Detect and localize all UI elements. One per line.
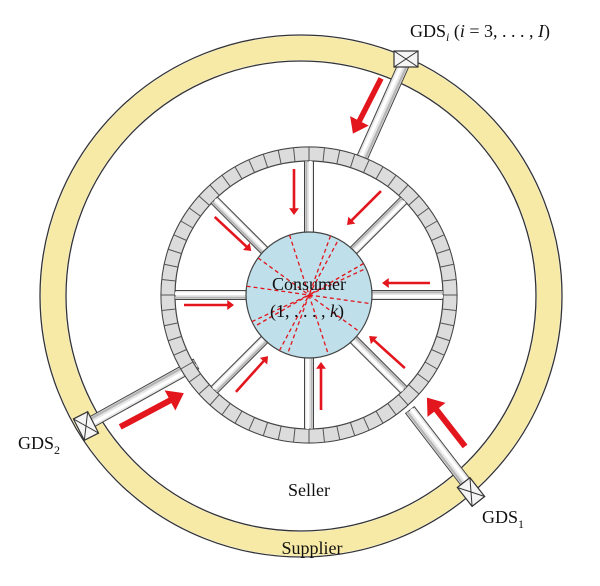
rim-tick: [424, 361, 438, 370]
rim-tick: [168, 335, 182, 342]
gds-1-gateway: [456, 476, 486, 508]
consumer-range-label: (1, . . . , k): [270, 301, 344, 322]
rim-tick: [161, 279, 176, 282]
rim-tick: [188, 373, 201, 383]
supplier-label: Supplier: [282, 538, 343, 558]
rim-tick: [336, 150, 341, 165]
connector-gds-1: [404, 405, 476, 493]
rim-tick: [417, 373, 430, 383]
rim-tick: [188, 207, 201, 217]
rim-tick: [168, 248, 182, 255]
rim-tick: [173, 349, 187, 356]
gds-1-label: GDS1: [482, 507, 524, 531]
arrow-inner-top: [289, 169, 299, 215]
rim-tick: [363, 417, 370, 431]
rim-tick: [198, 195, 210, 206]
rim-tick: [209, 394, 220, 406]
consumer-label: Consumer: [272, 274, 346, 294]
rim-tick: [363, 159, 370, 173]
rim-tick: [442, 279, 457, 282]
rim-tick: [424, 220, 438, 229]
rim-tick: [262, 154, 269, 168]
arrow-inner-top-right: [347, 190, 382, 225]
rim-tick: [293, 147, 296, 162]
rim-tick: [387, 403, 397, 416]
gds-gateways: [72, 50, 486, 508]
rim-tick: [322, 428, 325, 443]
rim-tick: [173, 234, 187, 241]
rim-tick: [234, 410, 243, 424]
rim-tick: [277, 425, 282, 440]
inner-spoke: [371, 290, 444, 300]
gds-i-label: GDSi (i = 3, . . . , I): [410, 21, 550, 44]
rim-tick: [398, 394, 409, 406]
flow-arrows: [118, 77, 468, 449]
rim-tick: [336, 425, 341, 440]
rim-tick: [180, 361, 194, 370]
rim-tick: [431, 234, 445, 241]
rim-tick: [221, 403, 231, 416]
rim-tick: [436, 335, 450, 342]
arrow-from-gds-1: [426, 397, 468, 449]
arrow-inner-bottom-right: [369, 335, 406, 370]
seller-wheel-spokes: [174, 160, 444, 430]
rim-tick: [387, 174, 397, 187]
supplier-ring-outer-edge: [39, 34, 563, 558]
supplier-ring-fill: [41, 36, 561, 556]
rim-tick: [322, 147, 325, 162]
dashed-line: [248, 259, 370, 331]
gds-2-label: GDS2: [18, 433, 60, 457]
inner-spoke: [174, 290, 247, 300]
rim-tick: [209, 184, 220, 196]
consumer-dashed-lines: [246, 232, 372, 358]
arrow-from-gds-i: [350, 77, 384, 134]
rim-tick: [439, 263, 454, 268]
inner-spoke: [304, 160, 314, 233]
arrow-inner-bottom-left: [234, 356, 269, 393]
rim-tick: [198, 384, 210, 395]
arrow-inner-bottom: [316, 362, 326, 410]
rim-tick: [221, 174, 231, 187]
seller-wheel-ticks: [161, 147, 457, 443]
rim-tick: [375, 166, 384, 180]
arrow-inner-left: [184, 300, 234, 310]
inner-spoke: [304, 357, 314, 430]
supplier-ring: [39, 34, 563, 558]
rim-tick: [180, 220, 194, 229]
inner-spoke: [349, 335, 408, 394]
rim-tick: [248, 159, 255, 173]
rim-tick: [349, 422, 356, 436]
rim-tick: [277, 150, 282, 165]
gds-i-gateway: [393, 50, 419, 68]
rim-tick: [164, 322, 179, 327]
rim-tick: [436, 248, 450, 255]
rim-tick: [398, 184, 409, 196]
inner-spoke: [349, 196, 408, 255]
rim-tick: [417, 207, 430, 217]
arrow-inner-right: [382, 278, 430, 288]
rim-tick: [375, 410, 384, 424]
rim-tick: [234, 166, 243, 180]
rim-tick: [349, 154, 356, 168]
rim-tick: [408, 384, 420, 395]
rim-tick: [439, 322, 454, 327]
rim-tick: [164, 263, 179, 268]
seller-label: Seller: [288, 480, 330, 500]
rim-tick: [293, 428, 296, 443]
rim-tick: [431, 349, 445, 356]
rim-tick: [262, 422, 269, 436]
rim-tick: [248, 417, 255, 431]
rim-tick: [161, 308, 176, 311]
inner-spoke: [210, 196, 269, 255]
arrow-inner-top-left: [213, 215, 252, 252]
rim-tick: [442, 308, 457, 311]
connector-gds-2: [84, 358, 200, 430]
consumer-hub: [245, 231, 373, 359]
supplier-ring-inner-edge: [65, 60, 537, 532]
gds-2-gateway: [72, 410, 100, 442]
inner-spoke: [210, 335, 269, 394]
arrow-from-gds-2: [118, 390, 184, 430]
rim-tick: [408, 195, 420, 206]
